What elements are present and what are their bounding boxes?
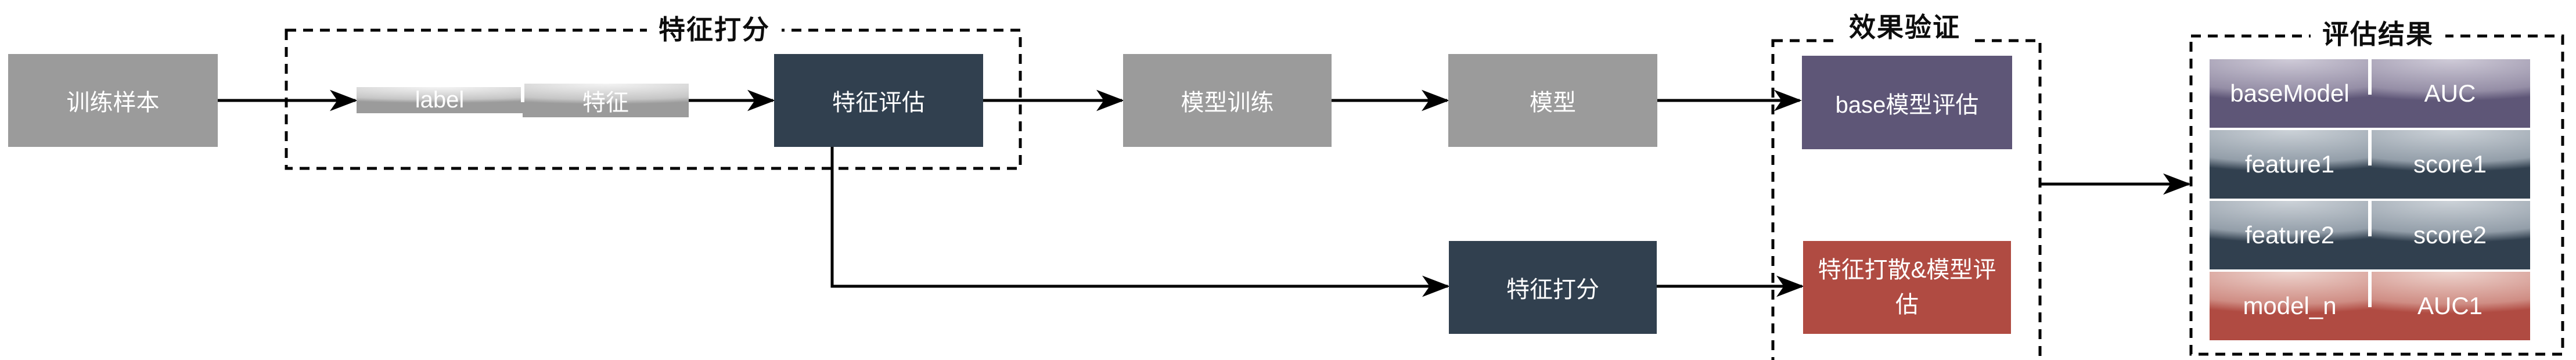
cell-divider (2368, 59, 2372, 95)
table-row: baseModel AUC (2210, 59, 2530, 128)
node-label: 训练样本 (66, 90, 160, 116)
arrow-featureeval-to-featurescoring (830, 147, 1450, 297)
table-cell-text: AUC1 (2417, 292, 2483, 319)
node-label-feature: label 特征 (357, 53, 689, 147)
table-cell-text: model_n (2243, 292, 2337, 319)
table-cell-text: baseModel (2230, 80, 2350, 107)
node-label: 模型 (1530, 90, 1576, 116)
node-feature-evaluation: 特征评估 (774, 54, 983, 147)
cell-feature: 特征 (523, 83, 689, 117)
node-label: base模型评估 (1835, 92, 1979, 118)
node-shuffle-model-evaluation: 特征打散&模型评估 (1803, 241, 2011, 334)
table-row: feature1 score1 (2210, 130, 2530, 199)
group-frame-validation (1771, 39, 2042, 360)
node-label: 特征打散&模型评估 (1818, 257, 1996, 318)
table-cell-key: baseModel (2210, 59, 2370, 128)
node-base-model-evaluation: base模型评估 (1802, 56, 2012, 149)
table-cell-value: score1 (2370, 130, 2530, 199)
table-cell-text: score2 (2413, 221, 2487, 249)
table-cell-text: feature1 (2244, 150, 2335, 178)
table-cell-text: AUC (2424, 80, 2476, 107)
result-table: baseModel AUC feature1 score1 feature2 score2… (2210, 59, 2530, 340)
table-cell-key: model_n (2210, 272, 2370, 340)
table-row: model_n AUC1 (2210, 272, 2530, 340)
node-feature-scoring: 特征打分 (1449, 241, 1657, 334)
group-title-scoring: 特征打分 (647, 6, 782, 49)
node-training-samples: 训练样本 (8, 54, 218, 147)
cell-feature-text: 特征 (582, 89, 629, 116)
node-label: 特征打分 (1506, 277, 1599, 303)
table-cell-value: AUC1 (2370, 272, 2530, 340)
table-row: feature2 score2 (2210, 201, 2530, 269)
node-model-training: 模型训练 (1123, 54, 1332, 147)
group-title-results: 评估结果 (2311, 11, 2445, 54)
table-cell-key: feature1 (2210, 130, 2370, 199)
table-cell-text: feature2 (2244, 221, 2335, 249)
table-cell-key: feature2 (2210, 201, 2370, 269)
node-label: 特征评估 (832, 90, 925, 116)
cell-label-text: label (415, 87, 465, 113)
cell-divider (2368, 130, 2372, 166)
cell-divider (2368, 272, 2372, 308)
table-cell-value: AUC (2370, 59, 2530, 128)
cell-divider (2368, 201, 2372, 237)
group-title-validation: 效果验证 (1837, 4, 1972, 47)
node-model: 模型 (1448, 54, 1657, 147)
cell-label: label (357, 87, 523, 113)
cell-divider (521, 53, 524, 102)
node-label: 模型训练 (1181, 90, 1274, 116)
table-cell-value: score2 (2370, 201, 2530, 269)
table-cell-text: score1 (2413, 150, 2487, 178)
